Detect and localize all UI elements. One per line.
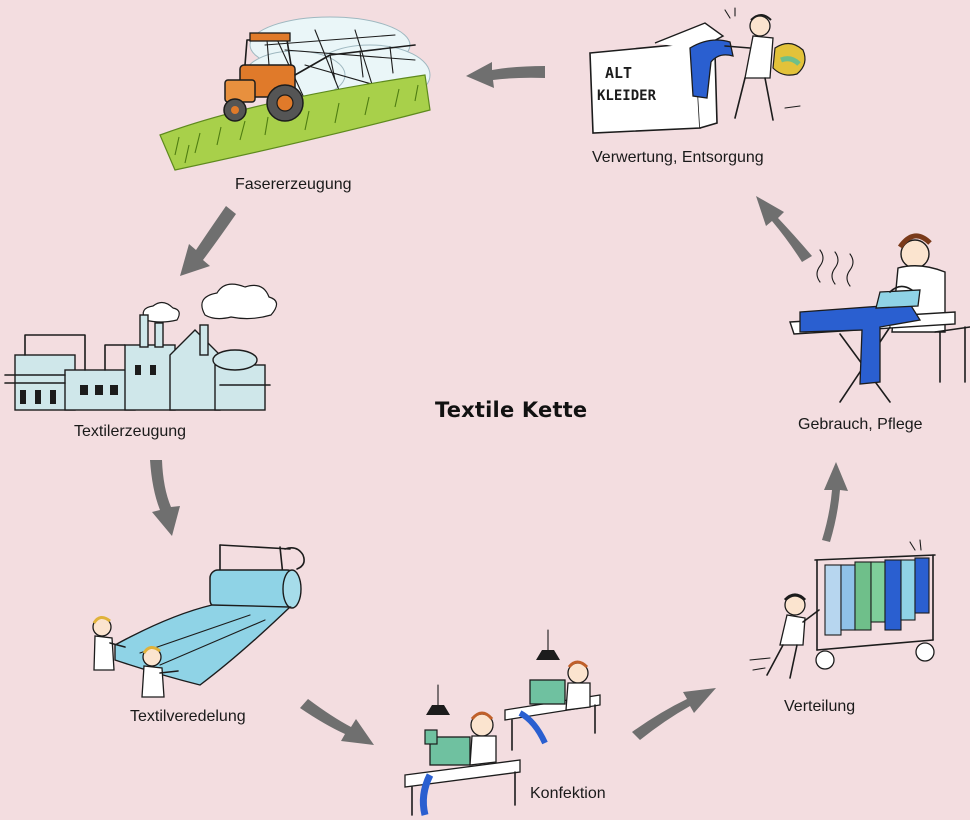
sewing-workers-icon bbox=[404, 629, 601, 816]
container-text-line2: KLEIDER bbox=[597, 88, 657, 104]
factory-icon bbox=[4, 283, 278, 411]
arrow-faser-to-textil bbox=[180, 206, 236, 276]
arrow-konfektion-to-verteilung bbox=[632, 688, 716, 740]
container-text-line1: ALT bbox=[605, 64, 632, 82]
arrow-gebrauch-to-verwertung bbox=[756, 196, 812, 262]
old-clothes-container-icon: ALT KLEIDER bbox=[589, 7, 806, 134]
stage-label-textilerzeugung: Textilerzeugung bbox=[74, 423, 187, 440]
diagram-title: Textile Kette bbox=[435, 398, 588, 422]
arrow-verwertung-to-faser bbox=[466, 62, 545, 88]
arrow-textil-to-veredelung bbox=[150, 460, 180, 536]
stage-label-verteilung: Verteilung bbox=[784, 698, 856, 715]
ironing-icon bbox=[789, 233, 970, 403]
stage-label-textilveredelung: Textilveredelung bbox=[130, 708, 246, 725]
stage-label-gebrauch-pflege: Gebrauch, Pflege bbox=[798, 416, 923, 433]
arrow-veredelung-to-konfektion bbox=[300, 699, 374, 745]
clothes-rack-icon bbox=[749, 539, 936, 679]
tractor-field-icon bbox=[159, 16, 431, 171]
stage-label-konfektion: Konfektion bbox=[530, 785, 606, 802]
stage-label-fasererzeugung: Fasererzeugung bbox=[235, 176, 352, 193]
fabric-roll-icon bbox=[92, 544, 305, 698]
stage-label-verwertung-entsorgung: Verwertung, Entsorgung bbox=[592, 149, 764, 166]
arrow-verteilung-to-gebrauch bbox=[822, 462, 848, 542]
